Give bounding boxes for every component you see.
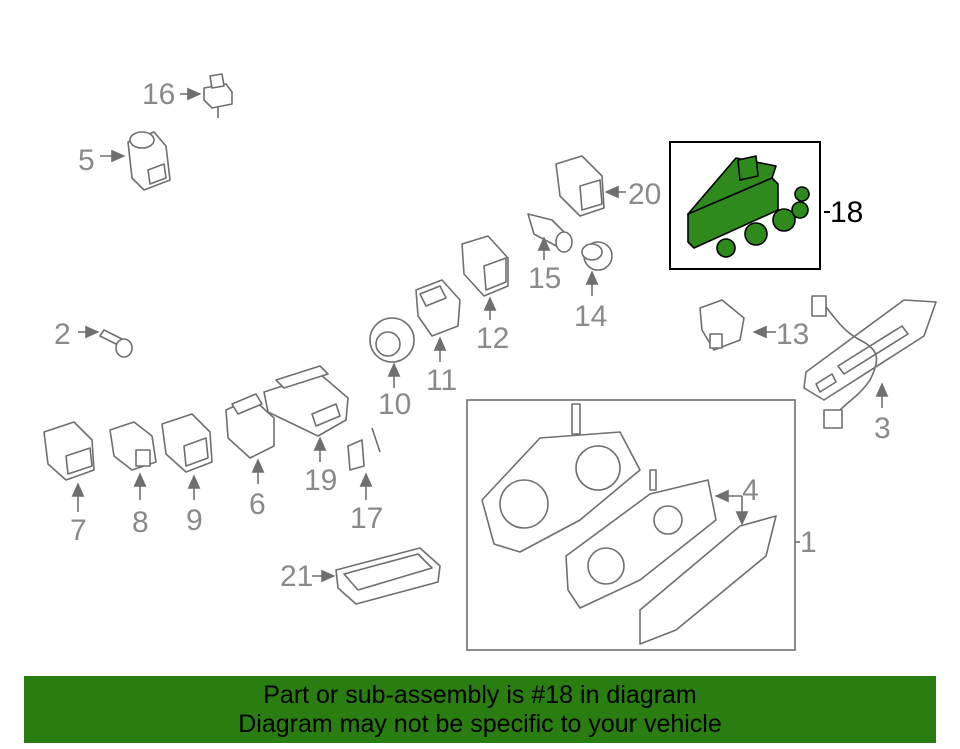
callout-9: 9	[186, 504, 203, 537]
callout-2: 2	[54, 318, 71, 351]
part-14-knob[interactable]	[581, 241, 613, 271]
part-5-switch[interactable]	[127, 131, 171, 191]
part-18-climate-control[interactable]	[687, 155, 810, 258]
vehicle-fitment-banner: Part or sub-assembly is #18 in diagram D…	[24, 676, 936, 743]
part-3-display-panel[interactable]	[803, 295, 937, 429]
part-8-switch[interactable]	[109, 421, 157, 471]
callout-15: 15	[528, 262, 561, 295]
callout-3: 3	[874, 412, 891, 445]
part-16-connector[interactable]	[203, 73, 233, 118]
callout-11: 11	[426, 364, 457, 397]
part-18-frame	[669, 141, 821, 270]
part-19-switch-bank[interactable]	[263, 365, 349, 437]
part-1-frame	[466, 399, 796, 651]
callout-13: 13	[776, 318, 809, 351]
callout-1: 1	[800, 526, 817, 559]
part-20-switch[interactable]	[555, 155, 605, 217]
part-17-bracket[interactable]	[347, 427, 381, 471]
banner-line-1: Part or sub-assembly is #18 in diagram	[263, 680, 697, 709]
callout-4: 4	[742, 474, 759, 507]
callout-6: 6	[249, 488, 266, 521]
part-10-knob[interactable]	[369, 317, 415, 363]
callout-12: 12	[476, 322, 509, 355]
part-12-switch[interactable]	[461, 235, 509, 297]
callout-18: 18	[830, 196, 863, 229]
part-2-screw[interactable]	[99, 329, 133, 358]
part-1-instrument-cluster[interactable]	[481, 403, 777, 645]
callout-17: 17	[350, 502, 383, 535]
callout-5: 5	[78, 144, 95, 177]
part-21-module[interactable]	[335, 547, 441, 605]
callout-8: 8	[132, 506, 149, 539]
banner-line-2: Diagram may not be specific to your vehi…	[238, 709, 722, 738]
callout-7: 7	[70, 514, 87, 547]
callout-21: 21	[280, 560, 313, 593]
part-13-switch[interactable]	[699, 299, 745, 351]
part-9-switch[interactable]	[161, 413, 213, 473]
callout-19: 19	[304, 464, 337, 497]
callout-16: 16	[142, 78, 175, 111]
callout-20: 20	[628, 178, 661, 211]
part-15-socket[interactable]	[527, 213, 573, 253]
part-7-switch[interactable]	[43, 421, 95, 481]
callout-14: 14	[574, 300, 607, 333]
part-6-switch[interactable]	[225, 393, 275, 459]
part-11-switch[interactable]	[415, 279, 461, 337]
callout-10: 10	[378, 388, 411, 421]
